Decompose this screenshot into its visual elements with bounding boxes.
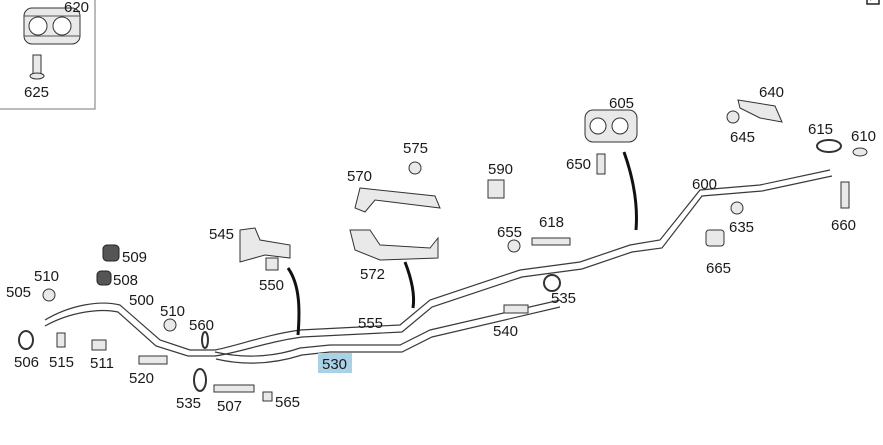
pipe-assembly — [44, 169, 833, 364]
arrow-550 — [286, 267, 301, 336]
part-545-bracket — [239, 227, 291, 263]
part-618-stud — [531, 237, 571, 246]
label-640: 640 — [759, 84, 784, 101]
part-560-ring — [201, 331, 209, 349]
label-650: 650 — [566, 156, 591, 173]
part-535-ring-a — [193, 368, 207, 392]
label-555: 555 — [358, 315, 383, 332]
part-565-nut — [262, 391, 273, 402]
label-506: 506 — [14, 354, 39, 371]
part-508-grommet — [96, 270, 112, 286]
part-590-clip — [487, 179, 505, 199]
part-645-nut — [726, 110, 740, 124]
label-600: 600 — [692, 176, 717, 193]
label-560: 560 — [189, 317, 214, 334]
label-625: 625 — [24, 84, 49, 101]
label-615: 615 — [808, 121, 833, 138]
label-605: 605 — [609, 95, 634, 112]
part-506-ring — [18, 330, 34, 350]
part-620-mount — [23, 7, 81, 45]
label-510-b: 510 — [160, 303, 185, 320]
label-508: 508 — [113, 272, 138, 289]
label-635: 635 — [729, 219, 754, 236]
label-515: 515 — [49, 354, 74, 371]
part-540-bolt — [503, 304, 529, 314]
label-505: 505 — [6, 284, 31, 301]
part-575-washer — [408, 161, 422, 175]
label-520: 520 — [129, 370, 154, 387]
highlight-530 — [318, 353, 352, 373]
arrow-605 — [622, 151, 638, 231]
label-509: 509 — [122, 249, 147, 266]
label-665: 665 — [706, 260, 731, 277]
part-509-grommet — [102, 244, 120, 262]
label-507: 507 — [217, 398, 242, 415]
inset-frame — [0, 0, 96, 110]
part-635-nut — [730, 201, 744, 215]
part-570-bracket — [354, 187, 441, 213]
label-511: 511 — [90, 355, 114, 372]
part-572-bracket — [349, 229, 439, 261]
label-618: 618 — [539, 214, 564, 231]
part-615-ring — [816, 139, 842, 153]
label-500: 500 — [129, 292, 154, 309]
part-605-mount — [584, 109, 638, 143]
label-565: 565 — [275, 394, 300, 411]
label-550: 550 — [259, 277, 284, 294]
part-625-bushing — [29, 54, 45, 80]
label-575: 575 — [403, 140, 428, 157]
label-590: 590 — [488, 161, 513, 178]
label-660: 660 — [831, 217, 856, 234]
export-icon[interactable] — [866, 0, 880, 5]
part-507-stud — [213, 384, 255, 393]
part-650-bushing — [596, 153, 606, 175]
part-640-bracket — [737, 99, 783, 123]
label-610: 610 — [851, 128, 876, 145]
label-530: 530 — [322, 356, 347, 373]
label-572: 572 — [360, 266, 385, 283]
label-510-a: 510 — [34, 268, 59, 285]
label-645: 645 — [730, 129, 755, 146]
label-545: 545 — [209, 226, 234, 243]
label-540: 540 — [493, 323, 518, 340]
arrow-572 — [403, 261, 416, 309]
part-520-bolt — [138, 355, 168, 365]
part-510-nut-b — [163, 318, 177, 332]
label-535-b: 535 — [176, 395, 201, 412]
part-660-bolt — [840, 181, 850, 209]
label-535-a: 535 — [551, 290, 576, 307]
label-570: 570 — [347, 168, 372, 185]
label-620: 620 — [64, 0, 89, 16]
part-515-clip — [56, 332, 66, 348]
part-510-nut-a — [42, 288, 56, 302]
part-610-washer — [852, 147, 868, 157]
part-535-ring-b — [543, 274, 561, 292]
label-655: 655 — [497, 224, 522, 241]
part-655-nut — [507, 239, 521, 253]
part-665-clip — [705, 229, 725, 247]
part-550-nut — [265, 257, 279, 271]
part-511-bolt — [91, 339, 107, 351]
